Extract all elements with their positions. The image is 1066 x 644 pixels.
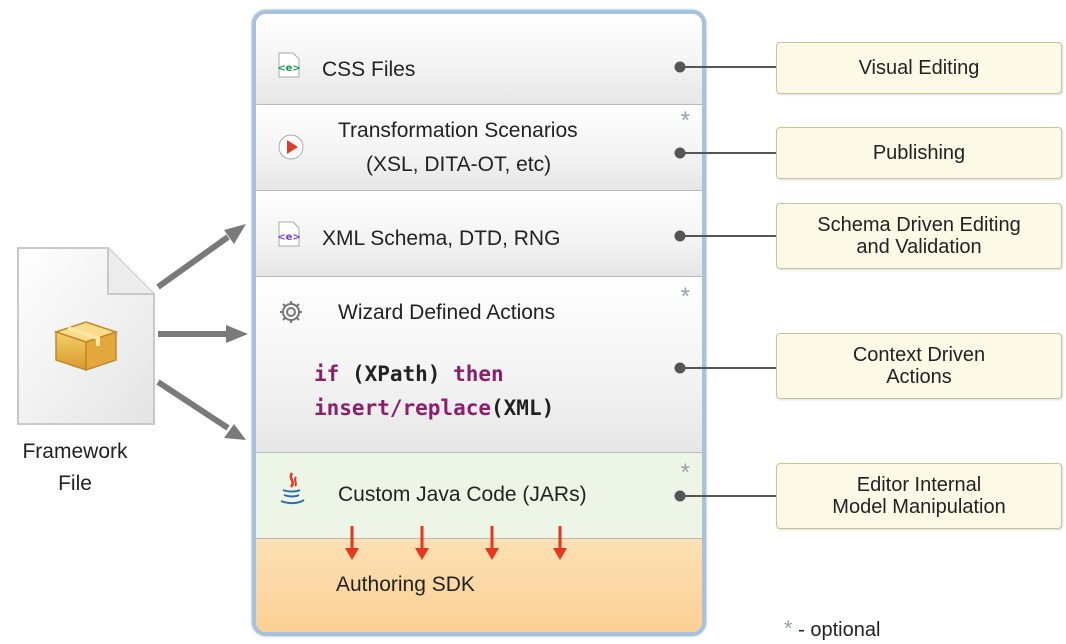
legend-optional: * - optional <box>784 616 880 642</box>
framework-stack: <e> CSS Files Transformation Scenarios (… <box>252 10 706 636</box>
optional-star: * <box>680 283 690 310</box>
arrow-straight <box>158 325 248 343</box>
code-xml: (XML) <box>491 396 555 420</box>
context-driven-line1: Context Driven <box>852 344 986 366</box>
red-arrow-1 <box>345 526 359 560</box>
editor-internal-line1: Editor Internal <box>856 474 982 496</box>
target-editor-internal: Editor Internal Model Manipulation <box>776 463 1062 529</box>
target-context-driven: Context Driven Actions <box>776 333 1062 399</box>
section-transformation-scenarios: Transformation Scenarios (XSL, DITA-OT, … <box>256 105 702 191</box>
schema-driven-line1: Schema Driven Editing <box>817 214 1021 236</box>
arrow-down <box>156 379 246 440</box>
code-xpath: (XPath) <box>339 362 454 386</box>
section-custom-java: Custom Java Code (JARs) * <box>256 453 702 539</box>
code-keyword-insert-replace: insert/replace <box>314 396 492 420</box>
java-icon <box>280 472 305 505</box>
xml-icon: <e> <box>277 221 301 247</box>
css-files-label: CSS Files <box>322 58 416 81</box>
framework-file-label: Framework File <box>0 436 150 500</box>
optional-star: * <box>680 107 690 134</box>
target-publishing: Publishing <box>776 127 1062 179</box>
red-arrow-3 <box>485 526 499 560</box>
optional-star: * <box>680 459 690 486</box>
transformation-label-line2: (XSL, DITA-OT, etc) <box>366 153 552 176</box>
target-visual-editing: Visual Editing <box>776 42 1062 94</box>
play-icon <box>278 134 304 160</box>
section-css-files: <e> CSS Files <box>256 14 702 105</box>
framework-file-icon <box>17 247 155 425</box>
schema-driven-line2: and Validation <box>856 236 982 258</box>
connector-editor-internal <box>674 490 776 502</box>
connector-schema <box>674 230 776 242</box>
xpath-code-line1: if (XPath) then <box>314 357 504 391</box>
visual-editing-label: Visual Editing <box>858 57 980 79</box>
xml-schema-label: XML Schema, DTD, RNG <box>322 227 561 250</box>
red-arrow-2 <box>415 526 429 560</box>
target-schema-driven: Schema Driven Editing and Validation <box>776 203 1062 269</box>
custom-java-label: Custom Java Code (JARs) <box>338 483 587 506</box>
connector-visual-editing <box>674 61 776 73</box>
section-wizard-actions: Wizard Defined Actions * if (XPath) then… <box>256 277 702 453</box>
connector-context <box>674 362 776 374</box>
package-icon <box>53 321 119 372</box>
framework-label-line2: File <box>58 472 92 495</box>
red-arrows <box>345 526 567 560</box>
red-arrow-4 <box>553 526 567 560</box>
authoring-sdk-label: Authoring SDK <box>336 573 475 596</box>
arrow-up <box>156 224 246 290</box>
code-keyword-if: if <box>314 362 340 386</box>
connector-publishing <box>674 147 776 159</box>
editor-internal-line2: Model Manipulation <box>832 496 1006 518</box>
svg-text:<e>: <e> <box>277 232 301 243</box>
transformation-label-line1: Transformation Scenarios <box>338 119 578 142</box>
xpath-code-line2: insert/replace(XML) <box>314 391 554 425</box>
section-xml-schema: <e> XML Schema, DTD, RNG <box>256 191 702 277</box>
legend-text: - optional <box>798 619 881 641</box>
framework-arrows <box>156 224 248 440</box>
css-icon: <e> <box>277 52 301 78</box>
publishing-label: Publishing <box>872 142 966 164</box>
svg-text:<e>: <e> <box>277 63 301 74</box>
context-driven-line2: Actions <box>886 366 952 388</box>
legend-star: * <box>784 616 793 641</box>
connector-lines <box>674 61 776 502</box>
framework-label-line1: Framework <box>22 440 128 463</box>
code-keyword-then: then <box>453 362 504 386</box>
section-authoring-sdk: Authoring SDK <box>256 539 702 632</box>
gear-icon <box>280 301 302 323</box>
wizard-actions-label: Wizard Defined Actions <box>338 301 556 324</box>
